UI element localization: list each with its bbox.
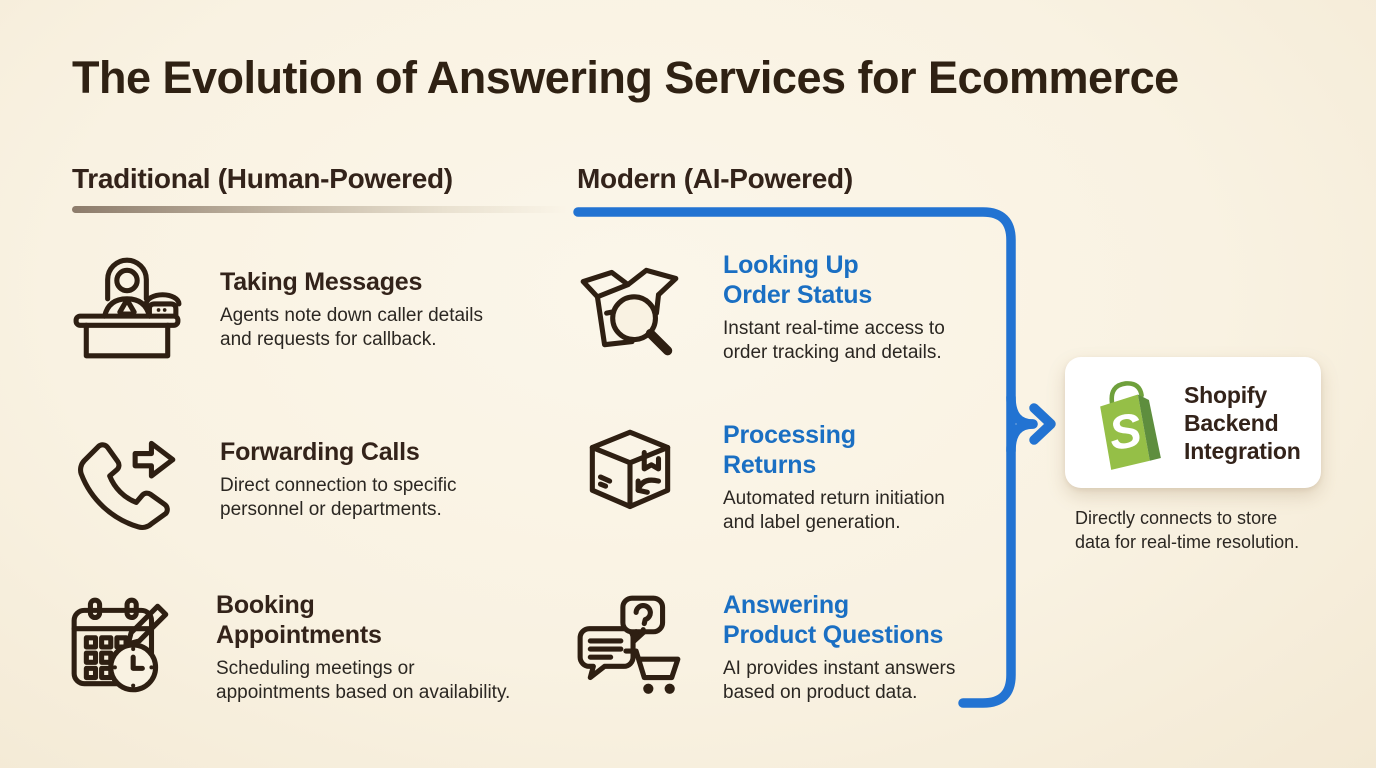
receptionist-desk-icon xyxy=(70,252,184,366)
traditional-column-header: Traditional (Human-Powered) xyxy=(72,163,453,194)
item-description: Scheduling meetings or appointments base… xyxy=(216,657,511,703)
modern-column-header: Modern (AI-Powered) xyxy=(577,163,853,194)
shopify-integration-card: S Shopify Backend Integration xyxy=(1065,357,1321,488)
chat-question-cart-icon xyxy=(573,590,687,704)
item-title: Looking Up Order Status xyxy=(723,250,873,309)
item-title: Taking Messages xyxy=(220,267,423,296)
traditional-item-taking-messages: Taking Messages Agents note down caller … xyxy=(70,248,483,370)
traditional-item-booking-appointments: Booking Appointments Scheduling meetings… xyxy=(66,586,510,708)
page-title: The Evolution of Answering Services for … xyxy=(72,52,1179,103)
item-description: Direct connection to specific personnel … xyxy=(220,474,457,520)
shopify-card-title: Shopify Backend Integration xyxy=(1184,381,1301,464)
traditional-underline xyxy=(72,206,568,213)
item-description: Agents note down caller details and requ… xyxy=(220,304,483,350)
open-box-magnifier-icon xyxy=(573,250,687,364)
calendar-pencil-clock-icon xyxy=(66,590,180,704)
item-title: Forwarding Calls xyxy=(220,437,420,466)
item-title: Answering Product Questions xyxy=(723,590,944,649)
modern-item-processing-returns: Processing Returns Automated return init… xyxy=(573,416,945,538)
item-description: AI provides instant answers based on pro… xyxy=(723,657,956,703)
modern-item-answering-product-questions: Answering Product Questions AI provides … xyxy=(573,586,955,708)
traditional-item-forwarding-calls: Forwarding Calls Direct connection to sp… xyxy=(70,418,457,540)
shopify-card-caption: Directly connects to store data for real… xyxy=(1075,508,1300,552)
shopify-logo-icon: S xyxy=(1100,380,1161,470)
arrow-right-icon xyxy=(1029,403,1056,445)
modern-item-looking-up-order-status: Looking Up Order Status Instant real-tim… xyxy=(573,246,945,368)
item-title: Processing Returns xyxy=(723,420,856,479)
item-description: Automated return initiation and label ge… xyxy=(723,487,945,533)
item-description: Instant real-time access to order tracki… xyxy=(723,317,945,363)
item-title: Booking Appointments xyxy=(216,590,382,649)
return-box-icon xyxy=(573,420,687,534)
phone-forward-icon xyxy=(70,422,184,536)
